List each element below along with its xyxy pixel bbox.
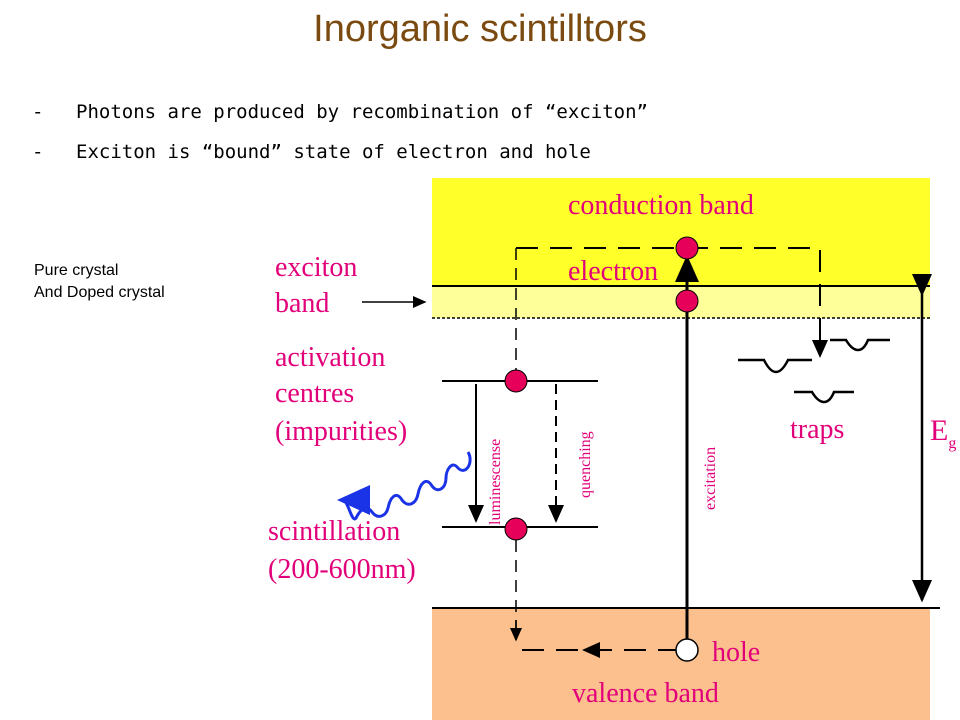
trap-level-3 — [794, 390, 854, 404]
excitation-label: excitation — [702, 447, 719, 510]
trap-level-1 — [738, 358, 812, 374]
conduction-band-label: conduction band — [568, 190, 754, 221]
scintillation-label-line1: scintillation — [268, 516, 400, 547]
hole-label: hole — [712, 637, 760, 668]
bandgap-label: Eg — [930, 414, 956, 452]
activation-label-line3: (impurities) — [275, 416, 407, 447]
valence-band-region — [432, 608, 930, 720]
bullet-text: Photons are produced by recombination of… — [76, 101, 648, 123]
hole-particle — [675, 638, 699, 662]
bullet-text: Exciton is “bound” state of electron and… — [76, 141, 591, 163]
exciton-particle — [675, 289, 699, 313]
lower-activation-particle — [504, 517, 528, 541]
bandgap-subscript: g — [948, 435, 956, 452]
luminescense-label: luminescense — [487, 439, 504, 525]
upper-activation-particle — [504, 369, 528, 393]
scintillation-photon-wave — [337, 451, 472, 521]
valence-band-label: valence band — [572, 678, 719, 709]
crystal-type-label: Pure crystal And Doped crystal — [34, 260, 165, 304]
exciton-band-label-line2: band — [275, 288, 329, 319]
bullet-list: - Photons are produced by recombination … — [32, 92, 648, 172]
quenching-label: quenching — [577, 431, 594, 498]
scintillation-label-line2: (200-600nm) — [268, 554, 416, 585]
activation-label-line1: activation — [275, 342, 385, 373]
slide-title: Inorganic scintilltors — [313, 8, 647, 50]
trap-level-2 — [830, 338, 890, 352]
electron-particle — [675, 236, 699, 260]
activation-label-line2: centres — [275, 378, 354, 409]
electron-label: electron — [568, 256, 658, 287]
exciton-band-label-line1: exciton — [275, 252, 357, 283]
bullet-item: - Photons are produced by recombination … — [32, 92, 648, 132]
bandgap-symbol: E — [930, 414, 948, 447]
side-label-line1: Pure crystal — [34, 262, 119, 279]
bullet-item: - Exciton is “bound” state of electron a… — [32, 132, 648, 172]
bullet-dash: - — [32, 141, 44, 163]
side-label-line2: And Doped crystal — [34, 284, 165, 301]
traps-label: traps — [790, 414, 844, 445]
bullet-dash: - — [32, 101, 44, 123]
